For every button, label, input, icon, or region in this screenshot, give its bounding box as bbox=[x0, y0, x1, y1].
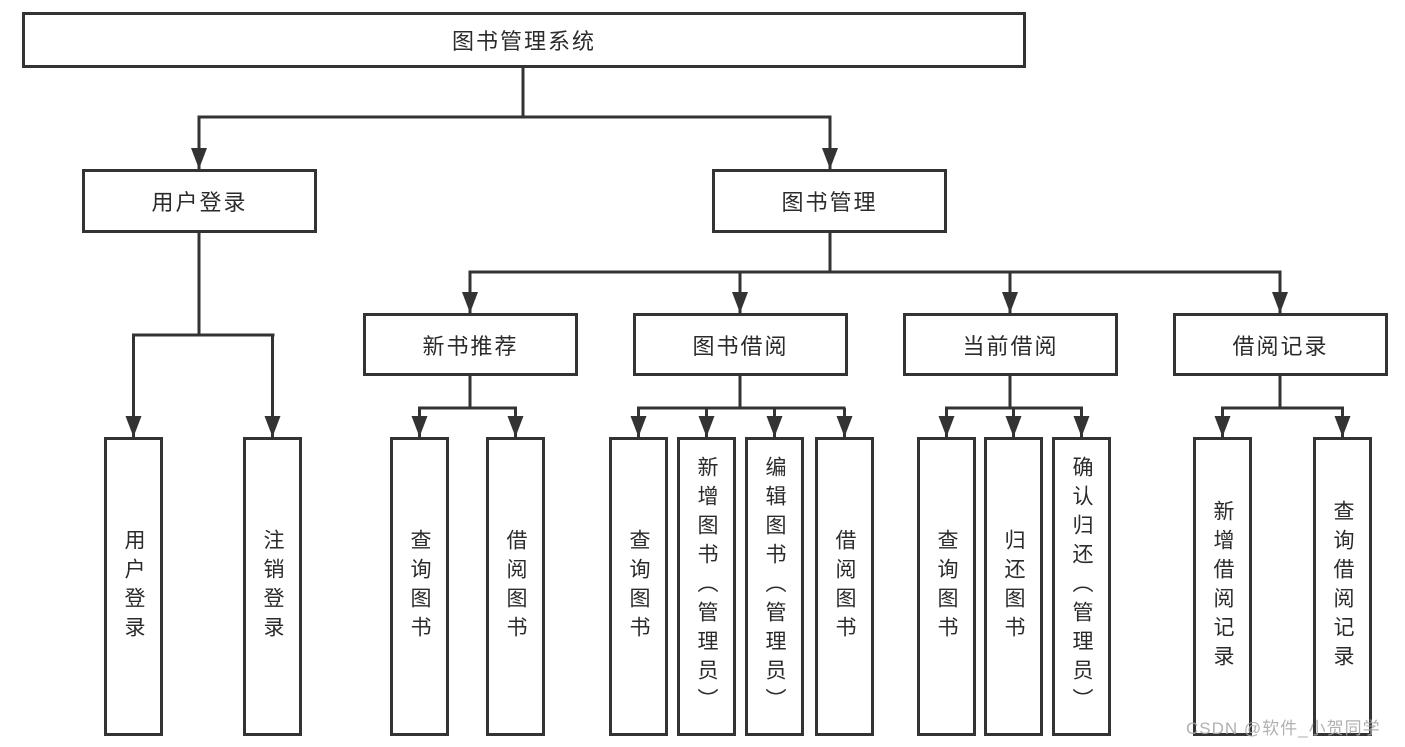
node-book-borrowing-label: 图书借阅 bbox=[692, 333, 789, 359]
leaf-return-books: 归还图书 bbox=[984, 437, 1043, 736]
leaf-borrow-books-recommend-label: 借阅图书 bbox=[504, 528, 527, 645]
leaf-add-borrow-record-label: 新增借阅记录 bbox=[1211, 499, 1234, 674]
node-current-borrowing-label: 当前借阅 bbox=[962, 333, 1059, 359]
node-root-label: 图书管理系统 bbox=[451, 29, 596, 54]
leaf-query-borrow-record-label: 查询借阅记录 bbox=[1331, 499, 1354, 674]
node-book-management: 图书管理 bbox=[712, 169, 947, 233]
leaf-borrow-books: 借阅图书 bbox=[815, 437, 874, 736]
leaf-add-borrow-record: 新增借阅记录 bbox=[1193, 437, 1252, 736]
leaf-query-books-borrow: 查询图书 bbox=[609, 437, 668, 736]
leaf-edit-books-admin: 编辑图书（管理员） bbox=[745, 437, 804, 736]
leaf-query-books-current: 查询图书 bbox=[917, 437, 976, 736]
node-user-login-label: 用户登录 bbox=[151, 190, 248, 215]
leaf-user-login: 用户登录 bbox=[104, 437, 163, 736]
leaf-return-books-label: 归还图书 bbox=[1002, 528, 1025, 645]
node-book-management-label: 图书管理 bbox=[781, 190, 878, 215]
leaf-confirm-return-admin: 确认归还（管理员） bbox=[1052, 437, 1111, 736]
leaf-borrow-books-recommend: 借阅图书 bbox=[486, 437, 545, 736]
leaf-query-books-current-label: 查询图书 bbox=[935, 528, 958, 645]
node-root: 图书管理系统 bbox=[22, 12, 1026, 68]
leaf-logout: 注销登录 bbox=[243, 437, 302, 736]
leaf-add-books-admin: 新增图书（管理员） bbox=[677, 437, 736, 736]
leaf-borrow-books-label: 借阅图书 bbox=[833, 528, 856, 645]
leaf-confirm-return-admin-label: 确认归还（管理员） bbox=[1070, 456, 1093, 717]
node-book-borrowing: 图书借阅 bbox=[633, 313, 848, 376]
leaf-user-login-label: 用户登录 bbox=[122, 528, 145, 645]
leaf-logout-label: 注销登录 bbox=[261, 528, 284, 645]
leaf-query-books-recommend-label: 查询图书 bbox=[408, 528, 431, 645]
leaf-query-borrow-record: 查询借阅记录 bbox=[1313, 437, 1372, 736]
leaf-query-books-borrow-label: 查询图书 bbox=[627, 528, 650, 645]
node-new-book-recommendation-label: 新书推荐 bbox=[422, 333, 519, 359]
node-current-borrowing: 当前借阅 bbox=[903, 313, 1118, 376]
leaf-edit-books-admin-label: 编辑图书（管理员） bbox=[763, 456, 786, 717]
watermark: CSDN @软件_小贺同学 bbox=[1186, 719, 1381, 738]
node-borrowing-records: 借阅记录 bbox=[1173, 313, 1388, 376]
node-new-book-recommendation: 新书推荐 bbox=[363, 313, 578, 376]
node-user-login: 用户登录 bbox=[82, 169, 317, 233]
leaf-add-books-admin-label: 新增图书（管理员） bbox=[695, 456, 718, 717]
node-borrowing-records-label: 借阅记录 bbox=[1232, 333, 1329, 359]
leaf-query-books-recommend: 查询图书 bbox=[390, 437, 449, 736]
